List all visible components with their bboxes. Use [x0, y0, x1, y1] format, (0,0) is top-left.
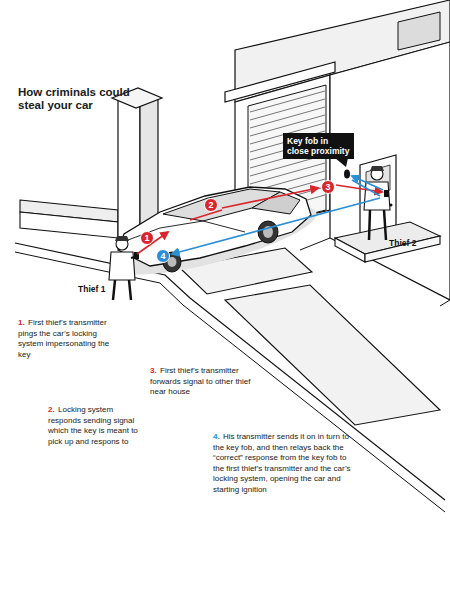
curb-edge	[15, 252, 445, 512]
callout-number: 4	[156, 249, 170, 263]
car-body	[118, 187, 311, 266]
thief-legs	[369, 210, 386, 240]
callout-number: 1	[140, 231, 154, 245]
thief-cap	[115, 236, 129, 241]
porch-step-side	[365, 236, 440, 262]
callout-number: 3	[321, 180, 335, 194]
signal-arrow	[222, 188, 318, 208]
signal-arrow	[190, 210, 222, 220]
step-text: His transmitter sends it on in turn to t…	[213, 432, 359, 495]
transmitter	[384, 190, 389, 197]
paving-slab	[225, 285, 440, 425]
step-text: First thief’s transmitter pings the car’…	[18, 318, 114, 360]
gate-pillar	[118, 92, 140, 240]
person-label: Thief 1	[78, 284, 128, 295]
thief-body	[364, 182, 390, 210]
key-fob	[344, 170, 350, 179]
title: How criminals could steal your car	[18, 86, 146, 112]
callout-number: 2	[204, 198, 218, 212]
person-label: Thief 2	[389, 238, 439, 249]
car-side-window	[252, 192, 300, 214]
signal-arrow	[172, 180, 380, 254]
car-wheel	[258, 221, 278, 243]
thief-body	[109, 252, 135, 280]
house-window	[398, 12, 440, 50]
thief-legs	[113, 280, 131, 300]
callout-digit: 4	[160, 252, 165, 261]
porch-step-front	[335, 238, 365, 262]
callout-digit: 1	[144, 234, 149, 243]
callout-text: Key fob in close proximity	[287, 136, 350, 156]
callout-box: Key fob in close proximity	[283, 133, 354, 159]
callout-digit: 2	[208, 201, 213, 210]
callout-pointer	[335, 158, 348, 167]
step-text: Locking system responds sending signal w…	[48, 405, 144, 447]
callout-digit: 3	[325, 183, 330, 192]
ground-edge	[300, 238, 450, 306]
house-wall	[330, 42, 450, 300]
thief-cap	[370, 166, 384, 171]
step-text: First thief’s transmitter forwards signa…	[150, 366, 258, 398]
low-wall-front	[20, 212, 118, 238]
